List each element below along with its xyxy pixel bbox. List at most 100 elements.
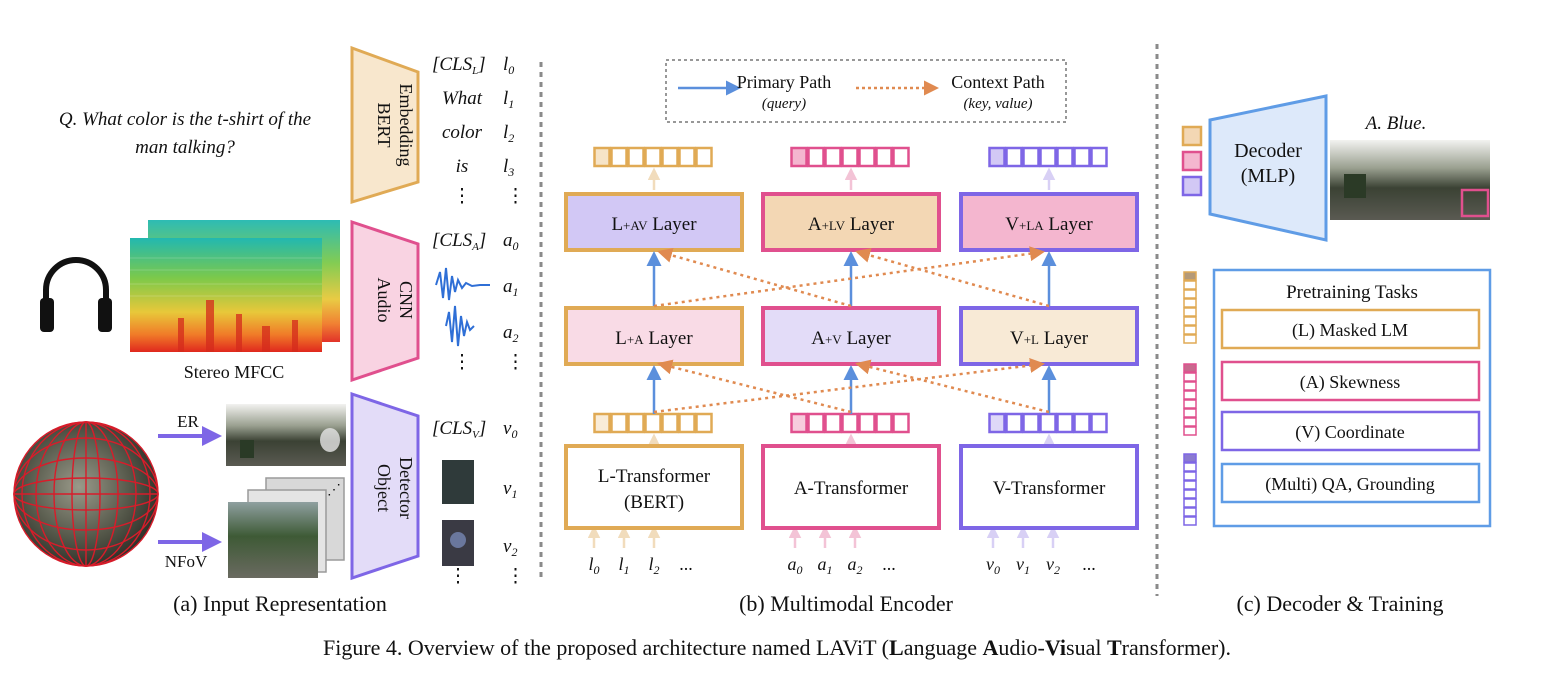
token-cell <box>1056 146 1074 168</box>
lang-id-more: ⋮ <box>506 186 525 207</box>
token-cell <box>1090 412 1108 434</box>
visual-token-more: ⋮ <box>449 566 468 587</box>
token-cell <box>807 146 825 168</box>
context-path-arrows <box>653 246 1050 414</box>
middle-layers: L+A Layer A+V Layer V+L Layer <box>564 306 1139 366</box>
figure-caption: Figure 4. Overview of the proposed archi… <box>323 635 1231 660</box>
audio-cnn-block: Audio CNN <box>350 219 420 383</box>
pretraining-tasks-panel: Pretraining Tasks (L) Masked LM (A) Skew… <box>1212 268 1492 528</box>
l-av-layer-label: L+AV Layer <box>611 214 697 235</box>
object-detector-label-2: Detector <box>396 457 416 519</box>
audio-token-cls: [CLSA] <box>432 230 486 253</box>
sphere-icon <box>13 421 159 567</box>
token-cell <box>1039 412 1057 434</box>
token-cell <box>988 146 1006 168</box>
token-cell <box>1183 417 1197 427</box>
caption-multimodal-encoder: (b) Multimodal Encoder <box>739 591 954 616</box>
token-cell <box>661 146 679 168</box>
nfov-frames: ⋰ <box>228 477 345 578</box>
language-tokens: [CLSL] What color is ⋮ l0 l1 l2 l3 ⋮ <box>432 54 525 207</box>
figure-caption-part-0: L <box>889 635 904 660</box>
path-legend: Primary Path (query) Context Path (key, … <box>665 59 1067 123</box>
figure-caption-part-5: sual <box>1066 635 1107 660</box>
task-qa-grounding-box <box>1220 462 1481 504</box>
token-cell <box>1183 298 1197 308</box>
lang-id-2: l2 <box>503 122 514 145</box>
l-transformer-box <box>564 444 744 530</box>
enc-l1: l1 <box>618 554 629 577</box>
decoder-label-2: (MLP) <box>1241 165 1295 187</box>
token-cell <box>1183 399 1197 409</box>
v-la-layer-box <box>959 192 1139 252</box>
token-cell <box>790 146 808 168</box>
token-cell <box>1183 372 1197 382</box>
mfcc-label: Stereo MFCC <box>184 362 285 382</box>
task-coordinate-box <box>1220 410 1481 452</box>
token-cell <box>1183 363 1197 373</box>
token-cell <box>1183 289 1197 299</box>
token-cell <box>858 412 876 434</box>
token-cell <box>1183 453 1197 463</box>
answer-panorama-image <box>1330 140 1490 220</box>
token-cell <box>1183 471 1197 481</box>
token-cell <box>1183 480 1197 490</box>
enc-v1: v1 <box>1016 554 1030 577</box>
figure-caption-part-1: anguage <box>904 635 983 660</box>
audio-id-more: ⋮ <box>506 352 525 373</box>
panorama-image <box>226 404 346 466</box>
token-cell <box>1183 334 1197 344</box>
token-cell <box>1183 280 1197 290</box>
question-line-1: Q. What color is the t-shirt of the <box>59 109 311 130</box>
token-cell <box>1073 412 1091 434</box>
enc-a2: a2 <box>848 554 863 577</box>
token-cell <box>1183 271 1197 281</box>
decoder-input-l <box>1181 125 1203 147</box>
token-cell <box>593 146 611 168</box>
caption-input-representation: (a) Input Representation <box>173 591 387 616</box>
token-cell <box>695 412 713 434</box>
lang-id-0: l0 <box>503 54 514 77</box>
audio-tokens: [CLSA] a0 a1 a2 ⋮ ⋮ <box>432 230 525 373</box>
enc-a-more: ... <box>882 554 896 574</box>
primary-path-arrows <box>646 251 1057 414</box>
token-cell <box>1073 146 1091 168</box>
token-cell <box>841 412 859 434</box>
grounding-box <box>1460 188 1490 218</box>
token-cell <box>1183 498 1197 508</box>
token-cell <box>1183 489 1197 499</box>
token-cell <box>875 146 893 168</box>
token-cell <box>1005 412 1023 434</box>
object-detector-label-1: Object <box>374 464 394 512</box>
object-crop-1 <box>442 460 474 504</box>
enc-v0: v0 <box>986 554 1000 577</box>
token-cell <box>1183 426 1197 436</box>
visual-id-more: ⋮ <box>506 566 525 587</box>
audio-id-0: a0 <box>503 230 519 253</box>
enc-l2: l2 <box>648 554 659 577</box>
encoder-input-tokens: l0 l1 l2 ... a0 a1 a2 ... v0 v1 v2 ... <box>588 554 1095 577</box>
lang-token-cls: [CLSL] <box>432 54 486 77</box>
enc-a1: a1 <box>818 554 833 577</box>
section-decoder-training: Decoder (MLP) A. Blue. Pretraining Tasks… <box>1181 94 1492 616</box>
token-cell <box>824 412 842 434</box>
figure-caption-part-4: Vi <box>1045 635 1066 660</box>
task-masked-lm-box <box>1220 308 1481 350</box>
enc-a0: a0 <box>788 554 803 577</box>
token-cell <box>988 412 1006 434</box>
l-a-layer-label: L+A Layer <box>615 328 693 349</box>
token-cell <box>1183 325 1197 335</box>
token-cell <box>1183 516 1197 526</box>
token-cell <box>678 412 696 434</box>
enc-v2: v2 <box>1046 554 1060 577</box>
l-a-layer-box <box>564 306 744 366</box>
lang-token-more: ⋮ <box>453 186 472 207</box>
svg-text:⋰: ⋰ <box>327 483 341 498</box>
object-detector-block: Object Detector <box>350 391 420 581</box>
token-cell <box>627 412 645 434</box>
a-lv-layer-box <box>761 192 941 252</box>
token-cell <box>661 412 679 434</box>
token-cell <box>1183 316 1197 326</box>
decoder-block: Decoder (MLP) <box>1208 94 1328 242</box>
decoder-input-a <box>1181 150 1203 172</box>
token-cell <box>644 412 662 434</box>
